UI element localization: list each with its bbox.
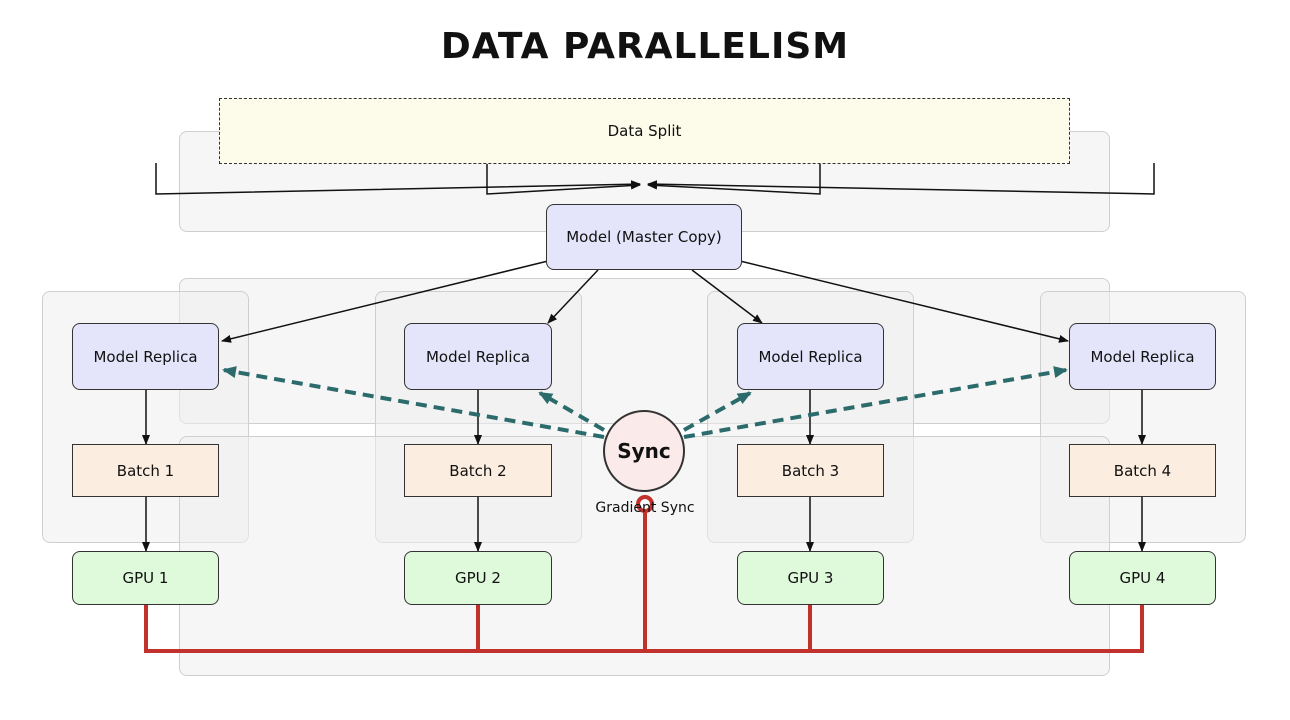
batch-box-4: Batch 4 <box>1069 444 1216 497</box>
gradient-sync-caption: Gradient Sync <box>595 500 695 516</box>
arrow-master-replica-2 <box>547 269 599 324</box>
batch-box-2: Batch 2 <box>404 444 552 497</box>
batch-box-3: Batch 3 <box>737 444 884 497</box>
bus-connector <box>636 495 654 513</box>
sync-arrow-4 <box>683 366 1068 439</box>
page-title: DATA PARALLELISM <box>440 26 850 67</box>
arrow-master-replica-4 <box>739 260 1069 343</box>
gpu-box-4: GPU 4 <box>1069 551 1216 605</box>
split-brackets <box>155 163 1155 195</box>
bracket-inner-left <box>486 164 641 195</box>
gpu-box-2: GPU 2 <box>404 551 552 605</box>
master-model-box: Model (Master Copy) <box>546 204 742 270</box>
data-split-box: Data Split <box>219 98 1070 164</box>
arrow-master-replica-3 <box>691 269 763 324</box>
model-replica-box-1: Model Replica <box>72 323 219 390</box>
model-replica-box-4: Model Replica <box>1069 323 1216 390</box>
sync-arrow-3 <box>683 391 752 432</box>
gpu-box-3: GPU 3 <box>737 551 884 605</box>
bracket-outer-right <box>647 163 1155 195</box>
bracket-outer-left <box>155 163 641 195</box>
model-replica-box-3: Model Replica <box>737 323 884 390</box>
bracket-inner-right <box>647 164 821 195</box>
arrow-master-replica-1 <box>221 260 549 343</box>
sync-arrow-1 <box>222 366 605 439</box>
model-replica-box-2: Model Replica <box>404 323 552 390</box>
gpu-box-1: GPU 1 <box>72 551 219 605</box>
sync-arrow-2 <box>538 391 606 432</box>
batch-box-1: Batch 1 <box>72 444 219 497</box>
sync-node: Sync <box>603 410 685 492</box>
